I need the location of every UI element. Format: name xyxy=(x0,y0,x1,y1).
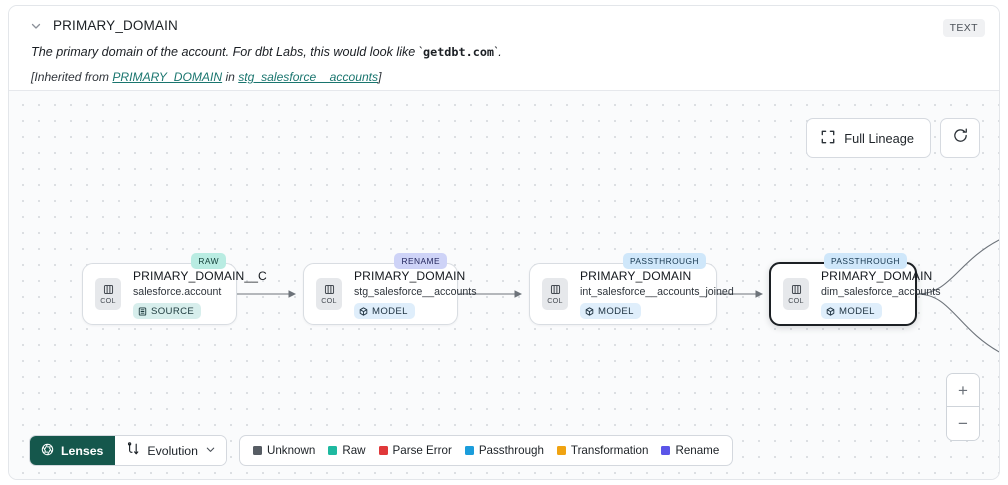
description-text-post: `. xyxy=(494,45,502,59)
col-badge-label: COL xyxy=(547,295,563,305)
lineage-node-0-tag: RAW xyxy=(191,253,226,269)
legend-swatch-2 xyxy=(378,446,388,455)
lineage-node-2-subtitle: int_salesforce__accounts_joined xyxy=(580,286,734,298)
lineage-node-3-pill: MODEL xyxy=(821,303,882,319)
edge-out-lower xyxy=(916,293,999,353)
inherited-column-link[interactable]: PRIMARY_DOMAIN xyxy=(112,70,223,84)
legend-item-2: Parse Error xyxy=(378,444,452,457)
aperture-icon xyxy=(41,443,54,459)
chevron-down-icon[interactable] xyxy=(29,19,43,33)
lineage-node-2-tag: PASSTHROUGH xyxy=(622,253,706,269)
lenses-label: Lenses xyxy=(61,443,104,458)
lineage-node-2-title: PRIMARY_DOMAIN xyxy=(580,269,692,283)
evolution-dropdown[interactable]: Evolution xyxy=(115,436,226,465)
lineage-node-1[interactable]: RENAME COL PRIMARY_DOMAIN stg_salesforce… xyxy=(303,253,477,325)
col-badge: COL xyxy=(316,278,342,310)
lineage-node-3-tag: PASSTHROUGH xyxy=(823,253,907,269)
legend-item-1: Raw xyxy=(328,444,366,457)
legend-label-0: Unknown xyxy=(266,444,316,457)
column-detail-card: PRIMARY_DOMAIN TEXT The primary domain o… xyxy=(8,5,1000,480)
canvas-top-controls: Full Lineage xyxy=(806,118,980,158)
zoom-in-button[interactable]: + xyxy=(947,374,979,407)
lineage-node-0[interactable]: RAW COL PRIMARY_DOMAIN__C salesforce.acc… xyxy=(82,253,267,325)
legend-swatch-3 xyxy=(464,446,474,455)
legend-item-0: Unknown xyxy=(252,444,316,457)
col-badge-label: COL xyxy=(788,295,804,305)
evolution-branch-icon xyxy=(126,442,140,459)
legend-item-5: Rename xyxy=(661,444,719,457)
inherited-from-line: [Inherited from PRIMARY_DOMAIN in stg_sa… xyxy=(31,70,981,84)
lineage-node-0-pill: SOURCE xyxy=(133,303,202,319)
lineage-node-2[interactable]: PASSTHROUGH COL PRIMARY_DOMAIN int_sales… xyxy=(529,253,734,325)
lineage-node-0-title: PRIMARY_DOMAIN__C xyxy=(133,269,267,283)
inherited-model-link[interactable]: stg_salesforce__accounts xyxy=(238,70,379,84)
lineage-node-3-subtitle: dim_salesforce_accounts xyxy=(821,286,941,298)
page-title: PRIMARY_DOMAIN xyxy=(53,18,178,33)
lenses-button[interactable]: Lenses xyxy=(30,436,116,465)
database-icon xyxy=(138,306,147,316)
cube-icon xyxy=(585,306,594,316)
lineage-node-0-pill-label: SOURCE xyxy=(151,305,195,317)
lineage-node-1-subtitle: stg_salesforce__accounts xyxy=(354,286,477,298)
lineage-node-3-title: PRIMARY_DOMAIN xyxy=(821,269,933,283)
lineage-canvas[interactable]: Full Lineage RAW COL PRIM xyxy=(9,91,999,479)
col-badge-label: COL xyxy=(321,295,337,305)
zoom-out-button[interactable]: − xyxy=(947,407,979,440)
full-lineage-label: Full Lineage xyxy=(844,130,914,146)
inherited-mid: in xyxy=(222,70,239,84)
legend-swatch-1 xyxy=(328,446,338,455)
legend-label-3: Passthrough xyxy=(478,444,544,457)
lineage-node-3-pill-label: MODEL xyxy=(839,305,875,317)
lineage-node-1-pill: MODEL xyxy=(354,303,415,319)
expand-corners-icon xyxy=(821,130,835,147)
lineage-node-1-pill-label: MODEL xyxy=(372,305,408,317)
inherited-suffix: ] xyxy=(378,70,382,84)
col-badge-label: COL xyxy=(100,295,116,305)
lineage-node-2-pill: MODEL xyxy=(580,303,641,319)
lineage-node-1-tag: RENAME xyxy=(394,253,447,269)
column-description: The primary domain of the account. For d… xyxy=(31,44,981,61)
refresh-button[interactable] xyxy=(940,118,980,158)
lineage-node-0-subtitle: salesforce.account xyxy=(133,286,222,298)
legend-swatch-5 xyxy=(661,446,671,455)
lineage-node-2-pill-label: MODEL xyxy=(598,305,634,317)
canvas-bottom-bar: Lenses Evolution xyxy=(29,435,734,466)
zoom-controls: + − xyxy=(946,373,980,441)
col-badge: COL xyxy=(542,278,568,310)
legend-label-1: Raw xyxy=(342,444,366,457)
type-badge: TEXT xyxy=(942,19,985,37)
chevron-down-icon xyxy=(205,444,216,458)
lenses-evolution-group: Lenses Evolution xyxy=(29,435,227,466)
lineage-legend: Unknown Raw Parse Error Passthrough Tran… xyxy=(238,435,734,466)
legend-label-4: Transformation xyxy=(570,444,649,457)
legend-label-5: Rename xyxy=(675,444,720,457)
full-lineage-button[interactable]: Full Lineage xyxy=(806,118,931,158)
column-header: PRIMARY_DOMAIN TEXT The primary domain o… xyxy=(9,6,999,91)
cube-icon xyxy=(826,306,835,316)
legend-item-4: Transformation xyxy=(556,444,649,457)
legend-swatch-4 xyxy=(556,446,566,455)
description-text-pre: The primary domain of the account. For d… xyxy=(31,45,423,59)
lineage-node-1-title: PRIMARY_DOMAIN xyxy=(354,269,466,283)
col-badge: COL xyxy=(783,278,809,310)
inherited-prefix: [Inherited from xyxy=(31,70,113,84)
evolution-label: Evolution xyxy=(147,443,198,458)
legend-label-2: Parse Error xyxy=(392,444,452,457)
col-badge: COL xyxy=(95,278,121,310)
lineage-node-3[interactable]: PASSTHROUGH COL PRIMARY_DOMAIN dim_sales… xyxy=(769,253,941,326)
legend-item-3: Passthrough xyxy=(464,444,544,457)
description-code: getdbt.com xyxy=(423,45,495,59)
legend-swatch-0 xyxy=(252,446,262,455)
refresh-icon xyxy=(952,127,969,149)
cube-icon xyxy=(359,306,368,316)
